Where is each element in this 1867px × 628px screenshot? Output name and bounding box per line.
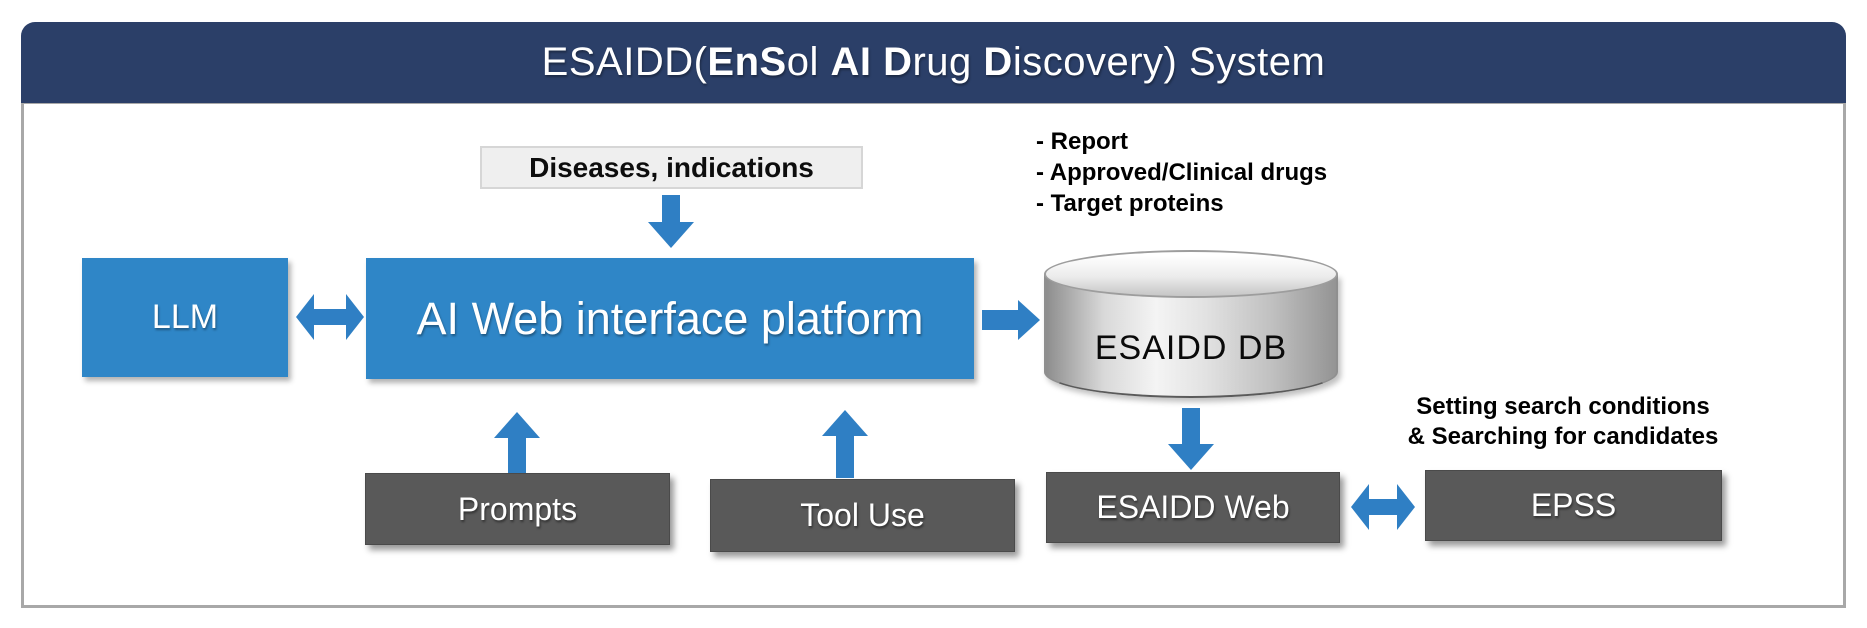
diseases-indications-box: Diseases, indications <box>480 146 863 189</box>
title-segment: System <box>1188 40 1326 84</box>
epss-box: EPSS <box>1425 470 1722 541</box>
title-segment: ol <box>786 40 831 84</box>
arrow-diseases-to-platform <box>648 195 694 248</box>
title-segment: ESAIDD( <box>541 40 708 84</box>
title-segment <box>871 40 883 84</box>
arrow-web-epss-bidirectional <box>1351 484 1415 530</box>
cylinder-top <box>1044 250 1338 298</box>
title-segment: D <box>883 40 913 84</box>
arrow-llm-platform-bidirectional <box>296 294 364 340</box>
tool-use-box: Tool Use <box>710 479 1015 552</box>
epss-note-line: Setting search conditions <box>1416 393 1710 420</box>
esaidd-web-box: ESAIDD Web <box>1046 472 1340 543</box>
db-output-item: - Report <box>1036 128 1128 155</box>
llm-box: LLM <box>82 258 288 377</box>
title-segment: D <box>983 40 1013 84</box>
title-segment: EnS <box>707 40 787 84</box>
title-segment: iscovery) <box>1012 40 1189 84</box>
db-outputs-list: - Report - Approved/Clinical drugs - Tar… <box>1036 126 1456 219</box>
prompts-box: Prompts <box>365 473 670 545</box>
db-output-item: - Target proteins <box>1036 190 1224 217</box>
arrow-db-to-esaidd-web <box>1168 408 1214 470</box>
title-segment: rug <box>912 40 984 84</box>
arrow-prompts-to-platform <box>494 412 540 473</box>
esaidd-db-cylinder: ESAIDD DB <box>1044 250 1338 398</box>
db-output-item: - Approved/Clinical drugs <box>1036 159 1328 186</box>
arrow-platform-to-db <box>982 300 1040 340</box>
title-segment: AI <box>830 40 872 84</box>
arrow-tooluse-to-platform <box>822 410 868 478</box>
epss-note: Setting search conditions & Searching fo… <box>1381 392 1745 452</box>
title-bar: ESAIDD(EnSol AI Drug Discovery) System <box>21 22 1846 103</box>
epss-note-line: & Searching for candidates <box>1407 423 1719 450</box>
ai-web-platform-box: AI Web interface platform <box>366 258 974 379</box>
esaidd-db-label: ESAIDD DB <box>1094 328 1288 367</box>
system-title: ESAIDD(EnSol AI Drug Discovery) System <box>542 40 1326 85</box>
